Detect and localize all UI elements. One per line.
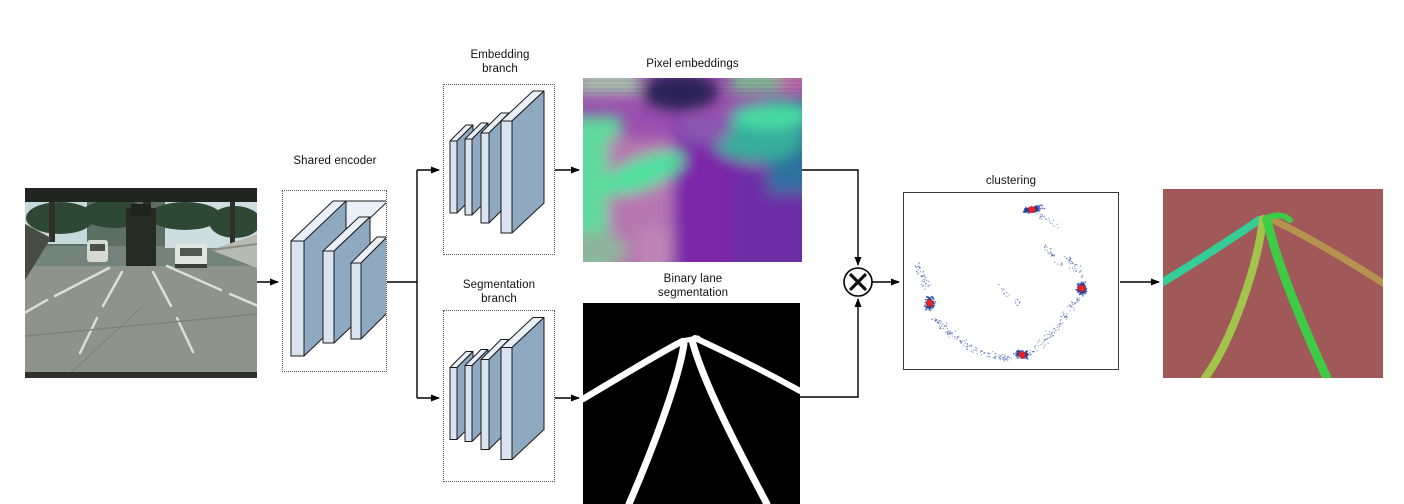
clustering-scatter: [914, 204, 1088, 362]
clustering-label: clustering: [985, 175, 1037, 187]
instance-segmentation-illustration: [1163, 189, 1383, 378]
input-road-image: [25, 188, 257, 378]
binary-segmentation-illustration: [583, 303, 800, 504]
line-binary-to-multiply: [800, 300, 859, 398]
clustering-plot: [903, 192, 1119, 370]
input-road-illustration: [25, 188, 257, 378]
pixel-embeddings-image: [583, 78, 802, 262]
segmentation-conv-stack-icon: [449, 317, 545, 460]
encoder-conv-stack-icon: [290, 200, 386, 357]
shared-encoder-label: Shared encoder: [293, 155, 377, 167]
embedding-conv-stack-icon: [449, 90, 545, 234]
embedding-branch-box: [443, 84, 555, 255]
binary-segmentation-label: Binary lane segmentation: [657, 273, 729, 299]
segmentation-branch-label: Segmentation branch: [462, 279, 536, 305]
segmentation-branch-box: [443, 310, 555, 482]
shared-encoder-box: [282, 190, 387, 372]
pixel-embeddings-label: Pixel embeddings: [646, 58, 739, 70]
line-embeddings-to-multiply: [802, 169, 859, 264]
binary-segmentation-image: [583, 303, 800, 504]
embedding-branch-label: Embedding branch: [470, 49, 530, 75]
instance-segmentation-image: [1163, 189, 1383, 378]
multiply-icon: [843, 267, 873, 297]
pixel-embeddings-illustration: [583, 78, 802, 262]
